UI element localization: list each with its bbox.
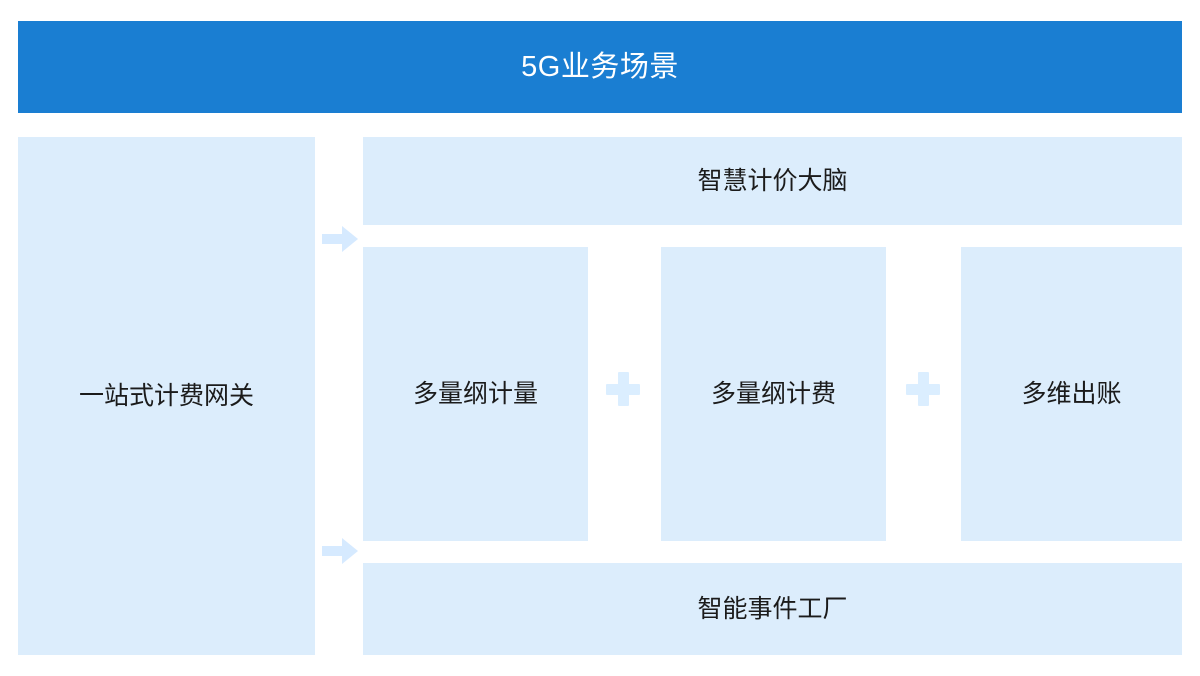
block-label-event-factory: 智能事件工厂 xyxy=(697,594,848,623)
block-intelligent-event-factory: 智能事件工厂 xyxy=(363,563,1182,655)
block-one-stop-billing-gateway: 一站式计费网关 xyxy=(18,137,315,655)
block-multi-dimension-billing: 多维出账 xyxy=(961,247,1182,541)
block-smart-pricing-brain: 智慧计价大脑 xyxy=(363,137,1182,225)
block-label-billing: 多维出账 xyxy=(1021,379,1122,408)
arrow-right-icon xyxy=(322,226,358,252)
block-label-metering: 多量纲计量 xyxy=(412,379,538,408)
plus-icon xyxy=(906,372,940,406)
header-banner: 5G业务场景 xyxy=(18,21,1182,113)
block-label-brain: 智慧计价大脑 xyxy=(697,166,848,195)
page-title: 5G业务场景 xyxy=(521,50,679,83)
block-label-charging: 多量纲计费 xyxy=(710,379,836,408)
block-multi-dimension-metering: 多量纲计量 xyxy=(363,247,588,541)
plus-icon xyxy=(606,372,640,406)
arrow-right-icon xyxy=(322,538,358,564)
block-multi-dimension-charging: 多量纲计费 xyxy=(661,247,886,541)
block-label-gateway: 一站式计费网关 xyxy=(78,381,254,410)
